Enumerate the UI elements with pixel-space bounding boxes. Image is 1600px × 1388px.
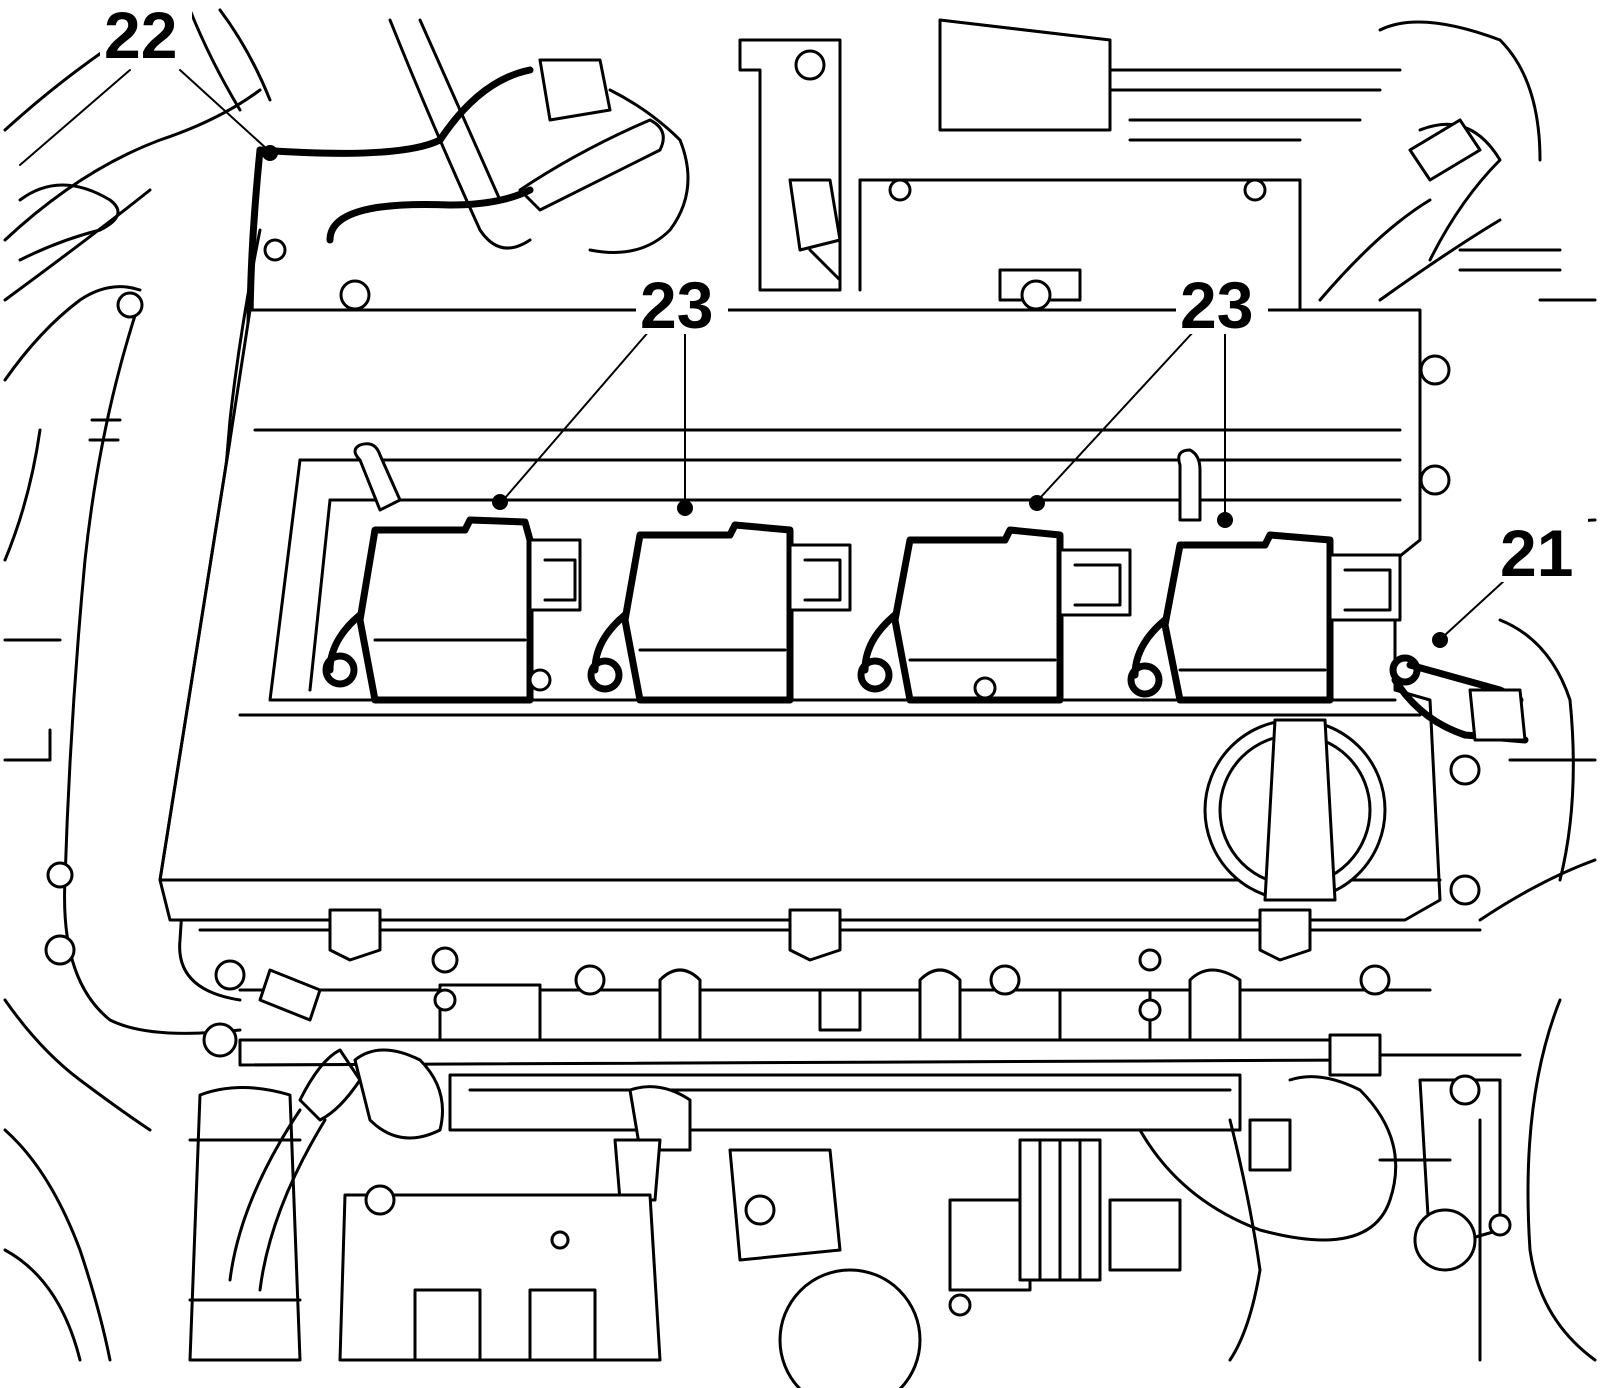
leader-22-right [179, 69, 269, 151]
leader-23a-dot1 [492, 494, 508, 510]
leader-21-dot [1432, 632, 1448, 648]
callout-23b-bg [1176, 270, 1268, 334]
ventilation-hose [1389, 654, 1529, 744]
callout-22: 22 [104, 0, 177, 72]
ignition-coil-3 [857, 526, 1132, 704]
leader-23b-dot4 [1217, 512, 1233, 528]
callout-23-left: 23 [640, 268, 713, 342]
leader-lines [19, 69, 1506, 648]
top-components [246, 18, 1597, 334]
callout-23a-bg [636, 270, 728, 334]
callout-22-bg [100, 0, 192, 64]
leader-23b-coil3 [1039, 329, 1196, 499]
callout-23-right: 23 [1180, 268, 1253, 342]
leader-23a-dot2 [677, 500, 693, 516]
leader-22-dot [262, 145, 278, 161]
leader-23b-dot3 [1029, 495, 1045, 511]
callout-21-bg [1496, 518, 1588, 582]
ignition-coil-2 [587, 521, 852, 704]
leader-22-left [19, 69, 131, 166]
ignition-coil-4 [1127, 531, 1402, 704]
lower-components [3, 518, 1597, 1388]
leader-23a-coil1 [504, 329, 651, 499]
ignition-cassettes [322, 516, 1402, 704]
callout-labels: 22 23 23 21 [100, 0, 1588, 590]
leader-21 [1444, 579, 1506, 636]
callout-21: 21 [1500, 516, 1573, 590]
background-hoses-left [3, 8, 272, 762]
ignition-coil-1 [322, 516, 582, 704]
oil-filler-cap [1203, 718, 1387, 902]
